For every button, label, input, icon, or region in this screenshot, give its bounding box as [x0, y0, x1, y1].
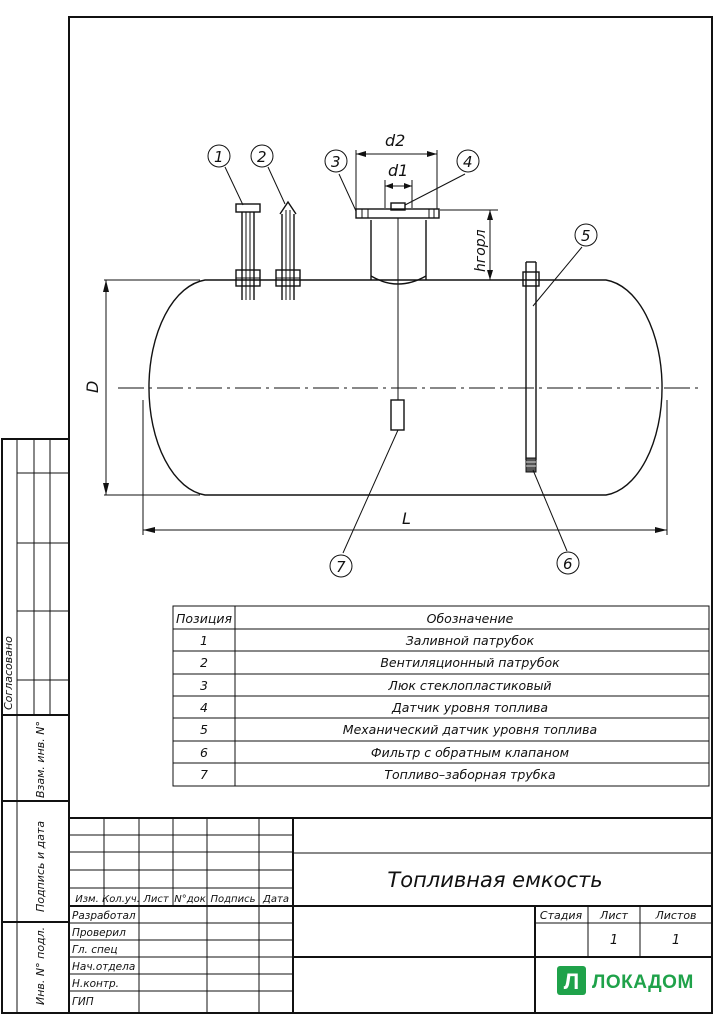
row-pos: 1 — [200, 633, 208, 648]
callout-7-label: 7 — [336, 558, 346, 576]
col-position-header: Позиция — [176, 611, 232, 626]
title-block: Изм. Кол.уч. Лист N°док Подпись Дата Раз… — [69, 817, 712, 1013]
sheet-number: 1 — [610, 933, 618, 948]
replace-inv-label: Взам. инв. N° — [34, 721, 47, 798]
dimension-neck-height: hгорл — [430, 209, 498, 281]
col-label: Лист — [142, 894, 170, 905]
logo-text: ЛОКАДОМ — [592, 972, 694, 993]
row-name: Заливной патрубок — [406, 633, 535, 648]
row-pos: 7 — [200, 767, 208, 782]
sign-date-label: Подпись и дата — [34, 821, 47, 912]
row-name: Фильтр с обратным клапаном — [371, 745, 569, 760]
callout-6: 6 — [556, 551, 580, 575]
vent-pipe — [275, 200, 301, 300]
dimension-d1-d2: d2 d1 — [355, 131, 438, 209]
callout-2: 2 — [250, 144, 274, 168]
tank-body — [118, 279, 700, 496]
callout-2-label: 2 — [257, 148, 267, 166]
col-label: N°док — [174, 894, 206, 905]
agreed-label: Согласовано — [2, 636, 15, 710]
row-pos: 4 — [200, 700, 208, 715]
fuel-level-sensor — [390, 218, 405, 431]
row-name: Топливо–заборная трубка — [384, 767, 555, 782]
role-label: Проверил — [72, 927, 126, 939]
col-label: Изм. — [75, 894, 99, 905]
callout-6-label: 6 — [563, 555, 573, 573]
callout-1: 1 — [207, 144, 231, 168]
col-label: Подпись — [211, 894, 256, 905]
sheet-label: Лист — [599, 909, 628, 922]
callout-4-label: 4 — [463, 153, 473, 171]
col-designation-header: Обозначение — [427, 611, 514, 626]
row-name: Механический датчик уровня топлива — [343, 722, 597, 737]
leader-lines — [224, 166, 583, 554]
drawing-title: Топливная емкость — [387, 868, 602, 892]
callout-3-label: 3 — [331, 153, 341, 171]
check-valve-filter — [525, 457, 537, 473]
row-name: Вентиляционный патрубок — [380, 655, 560, 670]
inv-orig-label: Инв. N° подл. — [34, 927, 47, 1005]
col-label: Дата — [262, 894, 289, 905]
row-pos: 2 — [200, 655, 208, 670]
row-pos: 3 — [200, 678, 208, 693]
diameter-label: D — [83, 381, 102, 393]
stage-label: Стадия — [540, 909, 583, 922]
callout-5-label: 5 — [581, 227, 591, 245]
side-stamp: Согласовано Взам. инв. N° Подпись и дата… — [1, 438, 70, 1014]
role-label: ГИП — [72, 996, 94, 1008]
role-label: Разработал — [72, 910, 136, 922]
length-label: L — [402, 509, 411, 528]
dimension-length: L — [142, 400, 668, 535]
role-label: Гл. спец — [72, 944, 117, 956]
callout-5: 5 — [574, 223, 598, 247]
role-label: Нач.отдела — [72, 961, 135, 973]
filler-pipe — [235, 203, 261, 300]
company-logo: Л ЛОКАДОМ — [557, 966, 694, 995]
callout-4: 4 — [456, 149, 480, 173]
neck-height-label: hгорл — [473, 229, 489, 272]
callout-3: 3 — [324, 149, 348, 173]
row-name: Датчик уровня топлива — [391, 700, 548, 715]
row-name: Люк стеклопластиковый — [387, 678, 551, 693]
spec-table: Позиция Обозначение 1 Заливной патрубок … — [172, 605, 710, 787]
dimension-diameter: D — [83, 279, 200, 496]
row-pos: 6 — [200, 745, 208, 760]
logo-letter: Л — [564, 969, 579, 994]
mechanical-level-gauge — [522, 261, 540, 460]
callout-1-label: 1 — [214, 148, 224, 166]
sheets-label: Листов — [654, 909, 696, 922]
sheets-count: 1 — [672, 933, 680, 948]
d2-label: d2 — [385, 131, 405, 150]
callout-7: 7 — [329, 554, 353, 578]
d1-label: d1 — [388, 161, 408, 180]
row-pos: 5 — [200, 722, 208, 737]
role-label: Н.контр. — [72, 978, 119, 990]
col-label: Кол.уч. — [102, 894, 140, 905]
